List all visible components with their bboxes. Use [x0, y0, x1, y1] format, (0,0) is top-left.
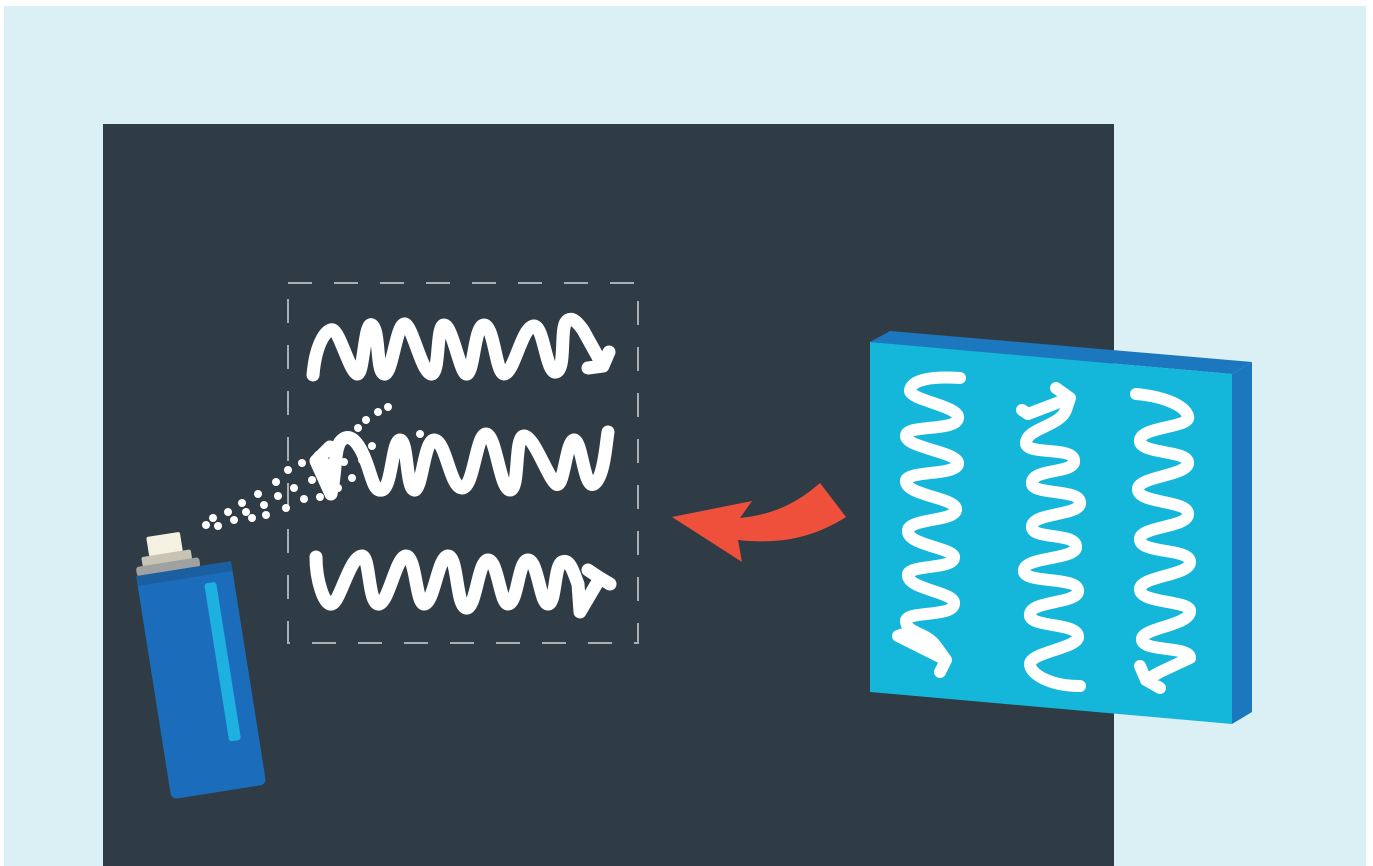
- panel-side-edge: [1232, 362, 1252, 724]
- stencil-panel-icon: [870, 331, 1252, 724]
